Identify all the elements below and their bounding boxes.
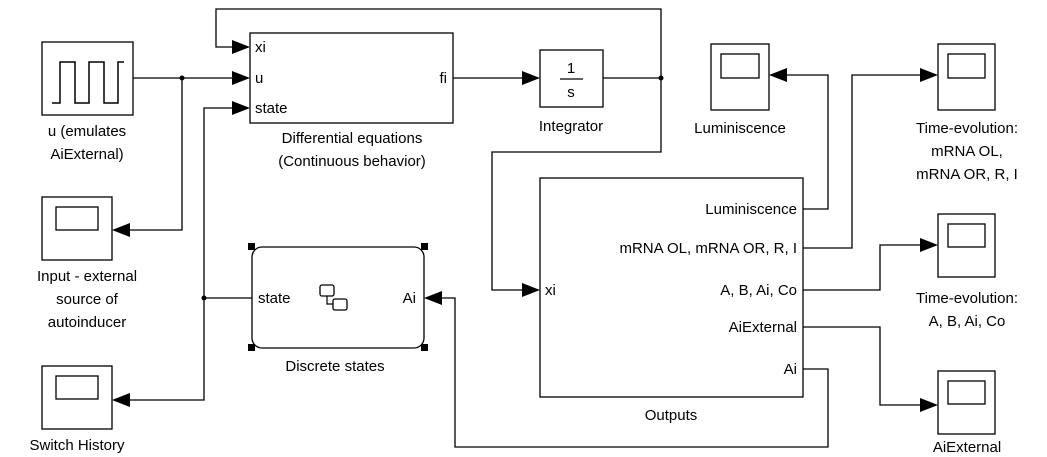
discrete-states-block[interactable]: [248, 243, 428, 351]
integrator-numerator: 1: [567, 60, 575, 77]
wire-mrna: [803, 74, 920, 249]
arrow-into-mrna-scope: [920, 68, 938, 82]
discrete-port-state: state: [258, 290, 291, 307]
wire-integrator-feedback-xi: [215, 8, 662, 79]
scope-abaico-block[interactable]: [937, 213, 996, 278]
scope-input-caption-1: Input - external: [37, 268, 137, 285]
scope-screen-icon: [947, 380, 986, 405]
wire-integrator-to-outputs: [491, 78, 662, 291]
outputs-block[interactable]: [539, 177, 804, 398]
outputs-port-luminiscence: Luminiscence: [705, 201, 797, 218]
outputs-port-abaico: A, B, Ai, Co: [720, 282, 797, 299]
arrow-into-state: [232, 101, 250, 115]
wire-state-to-switch-history: [130, 298, 205, 401]
arrow-into-u: [232, 71, 250, 85]
pulse-wave-icon: [52, 61, 124, 104]
outputs-port-ai: Ai: [784, 361, 797, 378]
diff-caption-2: (Continuous behavior): [278, 153, 426, 170]
outputs-caption: Outputs: [645, 407, 698, 424]
scope-abaico-caption-1: Time-evolution:: [916, 290, 1018, 307]
scope-mrna-caption-1: Time-evolution:: [916, 120, 1018, 137]
arrow-into-luminiscence-scope: [769, 68, 787, 82]
branch-point-integrator: [658, 75, 664, 81]
integrator-denominator: s: [567, 84, 575, 101]
outputs-port-mrna: mRNA OL, mRNA OR, R, I: [619, 240, 797, 257]
scope-mrna-block[interactable]: [937, 43, 996, 111]
scope-aiexternal-block[interactable]: [937, 370, 996, 435]
scope-mrna-caption-2: mRNA OL,: [931, 143, 1003, 160]
selection-handle: [248, 344, 255, 351]
scope-input-caption-2: source of: [56, 291, 119, 308]
scope-switch-caption: Switch History: [29, 437, 125, 454]
arrow-into-input-scope: [112, 223, 130, 237]
wire-state-to-diff: [203, 107, 252, 299]
scope-switch-history-block[interactable]: [41, 365, 113, 430]
integrator-block[interactable]: [539, 49, 604, 108]
diff-port-state: state: [255, 100, 288, 117]
scope-input-block[interactable]: [41, 196, 113, 261]
pulse-caption-2: AiExternal): [50, 146, 123, 163]
wire-aiexternal: [803, 326, 920, 406]
outputs-port-xi: xi: [545, 282, 556, 299]
arrow-into-aiexternal-scope: [920, 398, 938, 412]
diff-port-fi: fi: [440, 70, 448, 87]
scope-luminiscence-caption: Luminiscence: [694, 120, 786, 137]
scope-abaico-caption-2: A, B, Ai, Co: [929, 313, 1006, 330]
scope-screen-icon: [55, 375, 99, 400]
diff-port-u: u: [255, 70, 263, 87]
arrow-into-xi: [232, 40, 250, 54]
pulse-caption-1: u (emulates: [48, 123, 126, 140]
scope-luminiscence-block[interactable]: [710, 43, 770, 111]
scope-screen-icon: [947, 223, 986, 248]
wire-ai-feedback: [442, 297, 829, 448]
wire-luminiscence: [787, 74, 829, 210]
scope-screen-icon: [720, 53, 760, 79]
arrow-into-abaico-scope: [920, 238, 938, 252]
scope-mrna-caption-3: mRNA OR, R, I: [916, 166, 1018, 183]
branch-point-u: [179, 75, 185, 81]
differential-equations-block[interactable]: [249, 32, 454, 124]
branch-points: [179, 75, 664, 301]
wire-u-to-input-scope: [130, 78, 183, 231]
discrete-port-ai: Ai: [403, 290, 416, 307]
arrow-into-switch-scope: [112, 393, 130, 407]
stateflow-chart-icon: [319, 284, 348, 311]
selection-handle: [421, 243, 428, 250]
diff-caption-1: Differential equations: [282, 130, 423, 147]
connection-lines: [130, 8, 920, 448]
arrow-into-integrator: [522, 71, 540, 85]
integrator-caption: Integrator: [539, 118, 603, 135]
outputs-port-aiexternal: AiExternal: [729, 319, 797, 336]
scope-screen-icon: [947, 53, 986, 79]
scope-aiexternal-caption: AiExternal: [933, 439, 1001, 456]
wire-abaico: [803, 244, 920, 291]
arrowheads: [112, 40, 938, 412]
pulse-generator-block[interactable]: [41, 41, 134, 116]
discrete-caption: Discrete states: [285, 358, 384, 375]
arrow-into-discrete-ai: [424, 291, 442, 305]
arrow-into-outputs-xi: [522, 283, 540, 297]
scope-screen-icon: [55, 206, 99, 231]
scope-input-caption-3: autoinducer: [48, 314, 126, 331]
diff-port-xi: xi: [255, 39, 266, 56]
branch-point-state: [201, 295, 207, 301]
selection-handle: [421, 344, 428, 351]
selection-handle: [248, 243, 255, 250]
